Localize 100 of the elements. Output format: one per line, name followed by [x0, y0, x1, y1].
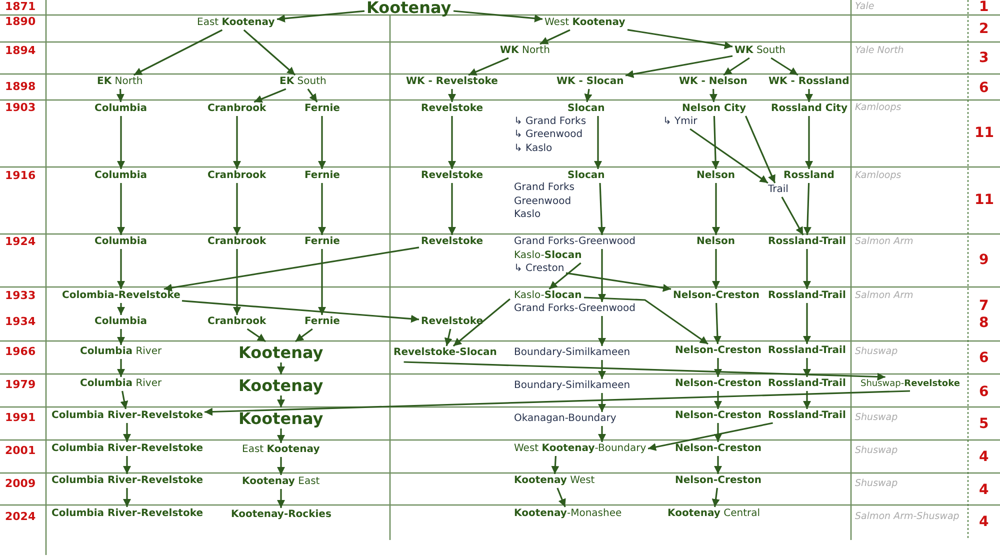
district-name: Colombia-Revelstoke — [62, 290, 180, 302]
arrow — [714, 358, 722, 377]
arrow — [133, 29, 223, 76]
district-name: Revelstoke — [421, 236, 483, 248]
arrow — [233, 183, 241, 235]
year-label: 1933 — [5, 290, 36, 302]
arrow — [448, 116, 456, 169]
arrow — [723, 57, 750, 76]
district-name: Columbia River-Revelstoke — [52, 475, 203, 487]
district-name: Nelson-Creston — [675, 378, 762, 390]
arrow — [712, 249, 720, 289]
arrow — [556, 488, 566, 508]
district-name: Slocan — [568, 103, 605, 115]
district-name: EK North — [97, 76, 143, 88]
year-label: 1894 — [5, 45, 36, 57]
district-name: Cranbrook — [208, 236, 266, 248]
arrow — [584, 88, 592, 102]
arrow — [120, 390, 128, 410]
district-name: Nelson City — [682, 103, 746, 115]
district-name: Boundary-Similkameen — [514, 380, 630, 392]
district-name: WK - Revelstoke — [406, 76, 498, 88]
arrow — [444, 328, 452, 346]
year-label: 1924 — [5, 236, 36, 248]
arrow — [123, 423, 131, 442]
region-note: Salmon Arm-Shuswap — [855, 511, 960, 523]
region-note: Yale North — [855, 45, 904, 57]
arrow — [598, 316, 606, 346]
district-name: Rossland — [784, 170, 834, 182]
arrow — [709, 88, 718, 102]
year-label: 1871 — [5, 1, 36, 13]
arrow — [714, 391, 722, 409]
arrow — [803, 303, 811, 344]
year-label: 1934 — [5, 316, 36, 328]
year-label: 1890 — [5, 16, 36, 28]
district-name: Nelson-Creston — [675, 345, 762, 357]
arrow — [805, 116, 813, 169]
arrow — [594, 116, 602, 169]
district-name: Nelson-Creston — [675, 410, 762, 422]
district-name: Cranbrook — [208, 170, 266, 182]
district-name: ↳ Grand Forks — [514, 116, 586, 128]
district-name: Trail — [768, 184, 788, 196]
district-name: Cranbrook — [208, 103, 266, 115]
arrow — [598, 426, 606, 442]
district-name: Revelstoke — [421, 316, 483, 328]
arrow — [233, 116, 241, 169]
arrow — [453, 10, 543, 22]
district-name: Rossland City — [771, 103, 848, 115]
seat-count: 6 — [979, 80, 989, 96]
seat-count: 8 — [979, 314, 989, 332]
year-label: 2001 — [5, 445, 36, 457]
seat-count: 11 — [974, 192, 994, 208]
district-name: Revelstoke — [421, 103, 483, 115]
district-name: West Kootenay — [544, 17, 626, 29]
district-name: Columbia River-Revelstoke — [52, 410, 203, 422]
arrow — [744, 116, 776, 184]
district-name: Rossland-Trail — [768, 290, 846, 302]
region-note: Shuswap — [855, 346, 898, 358]
seat-count: 9 — [979, 252, 989, 268]
district-name: Kootenay East — [242, 476, 320, 488]
arrow — [551, 456, 560, 474]
arrow — [277, 428, 285, 443]
district-name: Fernie — [304, 170, 340, 182]
district-name: Kootenay-Rockies — [231, 509, 332, 521]
arrow — [584, 296, 708, 345]
arrow — [598, 393, 606, 412]
arrow — [254, 88, 286, 103]
district-name: WK - Rossland — [768, 76, 850, 88]
arrow — [246, 328, 266, 342]
district-name: Rossland-Trail — [768, 236, 846, 248]
arrow — [627, 29, 733, 50]
year-label: 1979 — [5, 379, 36, 391]
region-note: Salmon Arm — [855, 236, 914, 248]
seat-count: 1 — [979, 0, 989, 16]
district-name: Columbia River-Revelstoke — [52, 443, 203, 455]
year-label: 1966 — [5, 346, 36, 358]
district-name: WK - Nelson — [679, 76, 748, 88]
arrow — [277, 457, 285, 475]
arrow — [243, 29, 296, 76]
seat-count: 6 — [979, 384, 989, 400]
district-name: ↳ Greenwood — [514, 129, 583, 141]
arrow — [117, 359, 125, 377]
year-label: 2009 — [5, 478, 36, 490]
district-name: Columbia — [94, 170, 148, 182]
arrow — [803, 358, 811, 377]
arrow — [318, 183, 326, 235]
district-name: ↳ Kaslo — [514, 143, 552, 155]
district-name: WK - Slocan — [556, 76, 624, 88]
arrow — [277, 489, 285, 508]
region-note: Kamloops — [855, 102, 902, 114]
arrow — [294, 328, 313, 342]
district-name: WK North — [500, 45, 550, 57]
arrow — [803, 249, 811, 289]
arrow — [318, 116, 326, 169]
district-name: EK South — [280, 76, 326, 88]
arrow — [566, 272, 672, 292]
arrow — [123, 488, 131, 507]
arrow — [468, 57, 509, 76]
region-note: Salmon Arm — [855, 290, 914, 302]
district-name: Fernie — [304, 316, 340, 328]
region-note: Yale — [855, 1, 874, 13]
